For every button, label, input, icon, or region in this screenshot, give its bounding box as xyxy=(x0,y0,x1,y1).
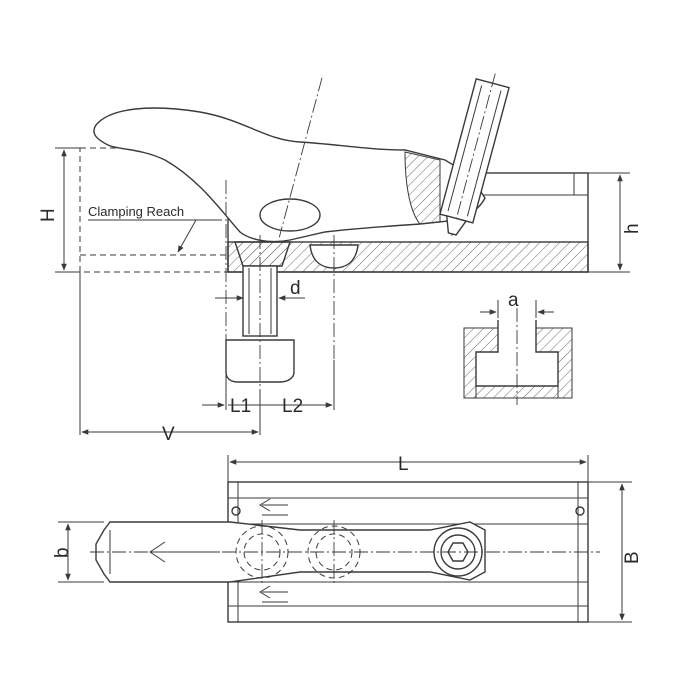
angled-spindle-screw xyxy=(439,73,510,238)
screw-right-icon xyxy=(575,506,585,516)
label-L2: L2 xyxy=(282,396,303,417)
label-d: d xyxy=(290,278,301,299)
arrow-top-icon xyxy=(259,498,288,516)
t-slot-detail: a xyxy=(463,290,573,405)
label-h: h xyxy=(622,223,643,234)
arrow-bottom-icon xyxy=(259,585,288,603)
screw-left-icon xyxy=(231,506,241,516)
label-H: H xyxy=(38,208,59,222)
label-a: a xyxy=(508,290,519,311)
side-view: H h Clamping Reach d L1 L2 V xyxy=(38,73,643,445)
label-V: V xyxy=(162,424,175,445)
clamp-lever-arm xyxy=(93,107,486,243)
label-B: B xyxy=(622,551,643,564)
label-b: b xyxy=(52,547,73,558)
label-L1: L1 xyxy=(230,396,251,417)
label-L: L xyxy=(398,454,409,475)
top-view: L b xyxy=(52,454,643,623)
label-clamping-reach: Clamping Reach xyxy=(88,204,184,219)
clamping-pad xyxy=(259,198,321,232)
hex-bolt xyxy=(225,235,295,395)
lever-pivot-hatch xyxy=(404,151,441,225)
